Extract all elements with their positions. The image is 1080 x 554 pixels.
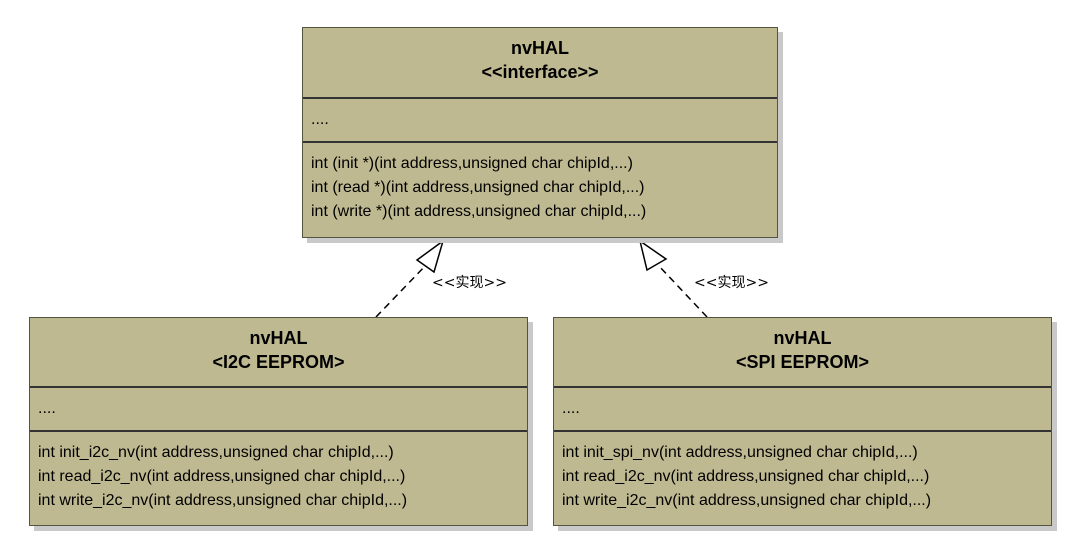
attributes-text: .... xyxy=(562,400,580,417)
operation: int read_i2c_nv(int address,unsigned cha… xyxy=(38,468,406,485)
realization-arrowhead-left xyxy=(415,239,445,274)
operation: int write_i2c_nv(int address,unsigned ch… xyxy=(38,492,408,509)
operation: int read_i2c_nv(int address,unsigned cha… xyxy=(562,468,930,485)
attributes-compartment: .... xyxy=(303,97,777,141)
realization-line-right xyxy=(658,265,708,318)
class-stereotype: <SPI EEPROM> xyxy=(735,352,870,372)
operations-compartment: int (init *)(int address,unsigned char c… xyxy=(303,141,777,224)
operation: int init_i2c_nv(int address,unsigned cha… xyxy=(38,444,394,461)
realization-left: <<实现>> xyxy=(375,239,507,318)
operation: int (write *)(int address,unsigned char … xyxy=(311,203,647,220)
operation: int (init *)(int address,unsigned char c… xyxy=(311,155,633,172)
interface-class-box[interactable]: nvHAL <<interface>> .... int (init *)(in… xyxy=(302,27,778,238)
operations-compartment: int init_i2c_nv(int address,unsigned cha… xyxy=(30,430,527,513)
attributes-compartment: .... xyxy=(554,386,1051,430)
realization-arrowhead-right xyxy=(638,239,668,272)
realization-right: <<实现>> xyxy=(638,239,769,318)
attributes-text: .... xyxy=(311,111,329,128)
operation: int write_i2c_nv(int address,unsigned ch… xyxy=(562,492,932,509)
class-header: nvHAL <I2C EEPROM> xyxy=(30,318,527,386)
operation: int (read *)(int address,unsigned char c… xyxy=(311,179,645,196)
realization-label-left: <<实现>> xyxy=(432,275,507,291)
class-name: nvHAL xyxy=(773,328,832,348)
operation: int init_spi_nv(int address,unsigned cha… xyxy=(562,444,918,461)
operations-compartment: int init_spi_nv(int address,unsigned cha… xyxy=(554,430,1051,513)
class-header: nvHAL <<interface>> xyxy=(303,28,777,97)
attributes-compartment: .... xyxy=(30,386,527,430)
class-name: nvHAL xyxy=(511,38,569,58)
class-stereotype: <<interface>> xyxy=(481,62,599,82)
class-stereotype: <I2C EEPROM> xyxy=(212,352,345,372)
attributes-text: .... xyxy=(38,400,56,417)
realization-line-left xyxy=(375,263,428,318)
class-name: nvHAL xyxy=(249,328,308,348)
realization-label-right: <<实现>> xyxy=(694,275,769,291)
class-header: nvHAL <SPI EEPROM> xyxy=(554,318,1051,386)
spi-eeprom-class-box[interactable]: nvHAL <SPI EEPROM> .... int init_spi_nv(… xyxy=(553,317,1052,526)
i2c-eeprom-class-box[interactable]: nvHAL <I2C EEPROM> .... int init_i2c_nv(… xyxy=(29,317,528,526)
